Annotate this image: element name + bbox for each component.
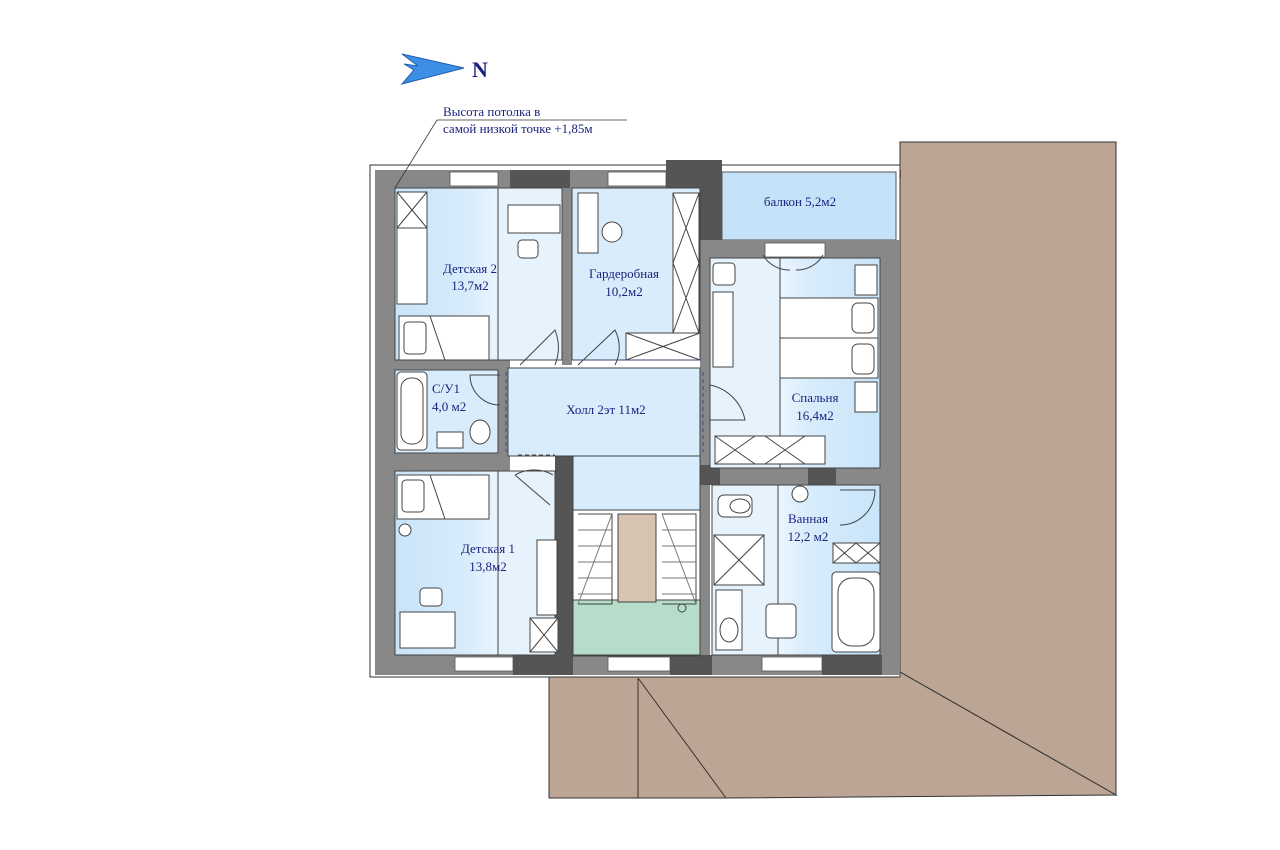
- room-name-kids2: Детская 2: [443, 261, 497, 276]
- room-labels: Детская 2 13,7м2 Гардеробная 10,2м2 балк…: [432, 194, 838, 574]
- room-name-wardrobe: Гардеробная: [589, 266, 659, 281]
- north-arrow: N: [400, 53, 488, 85]
- furniture: [396, 191, 881, 653]
- room-area-bath: 12,2 м2: [788, 529, 829, 544]
- ceiling-note-line1: Высота потолка в: [443, 104, 540, 119]
- staircase: [572, 509, 701, 656]
- room-area-wc1: 4,0 м2: [432, 399, 466, 414]
- room-name-balcony: балкон 5,2м2: [764, 194, 836, 209]
- dashed-lines: [505, 359, 704, 452]
- room-name-bedroom: Спальня: [792, 390, 839, 405]
- doors: [469, 254, 876, 526]
- room-area-kids1: 13,8м2: [469, 559, 506, 574]
- room-area-kids2: 13,7м2: [451, 278, 488, 293]
- room-area-bedroom: 16,4м2: [796, 408, 833, 423]
- balcony: [721, 171, 897, 241]
- room-name-bath: Ванная: [788, 511, 828, 526]
- room-name-wc1: С/У1: [432, 381, 460, 396]
- ceiling-note-line2: самой низкой точке +1,85м: [443, 121, 593, 136]
- north-label: N: [472, 57, 488, 82]
- ceiling-note: Высота потолка в самой низкой точке +1,8…: [394, 104, 627, 189]
- windows: [449, 171, 826, 672]
- roof-area: [548, 141, 1118, 799]
- room-name-kids1: Детская 1: [461, 541, 515, 556]
- room-area-wardrobe: 10,2м2: [605, 284, 642, 299]
- room-name-hall: Холл 2эт 11м2: [566, 402, 645, 417]
- dark-walls: [510, 160, 882, 675]
